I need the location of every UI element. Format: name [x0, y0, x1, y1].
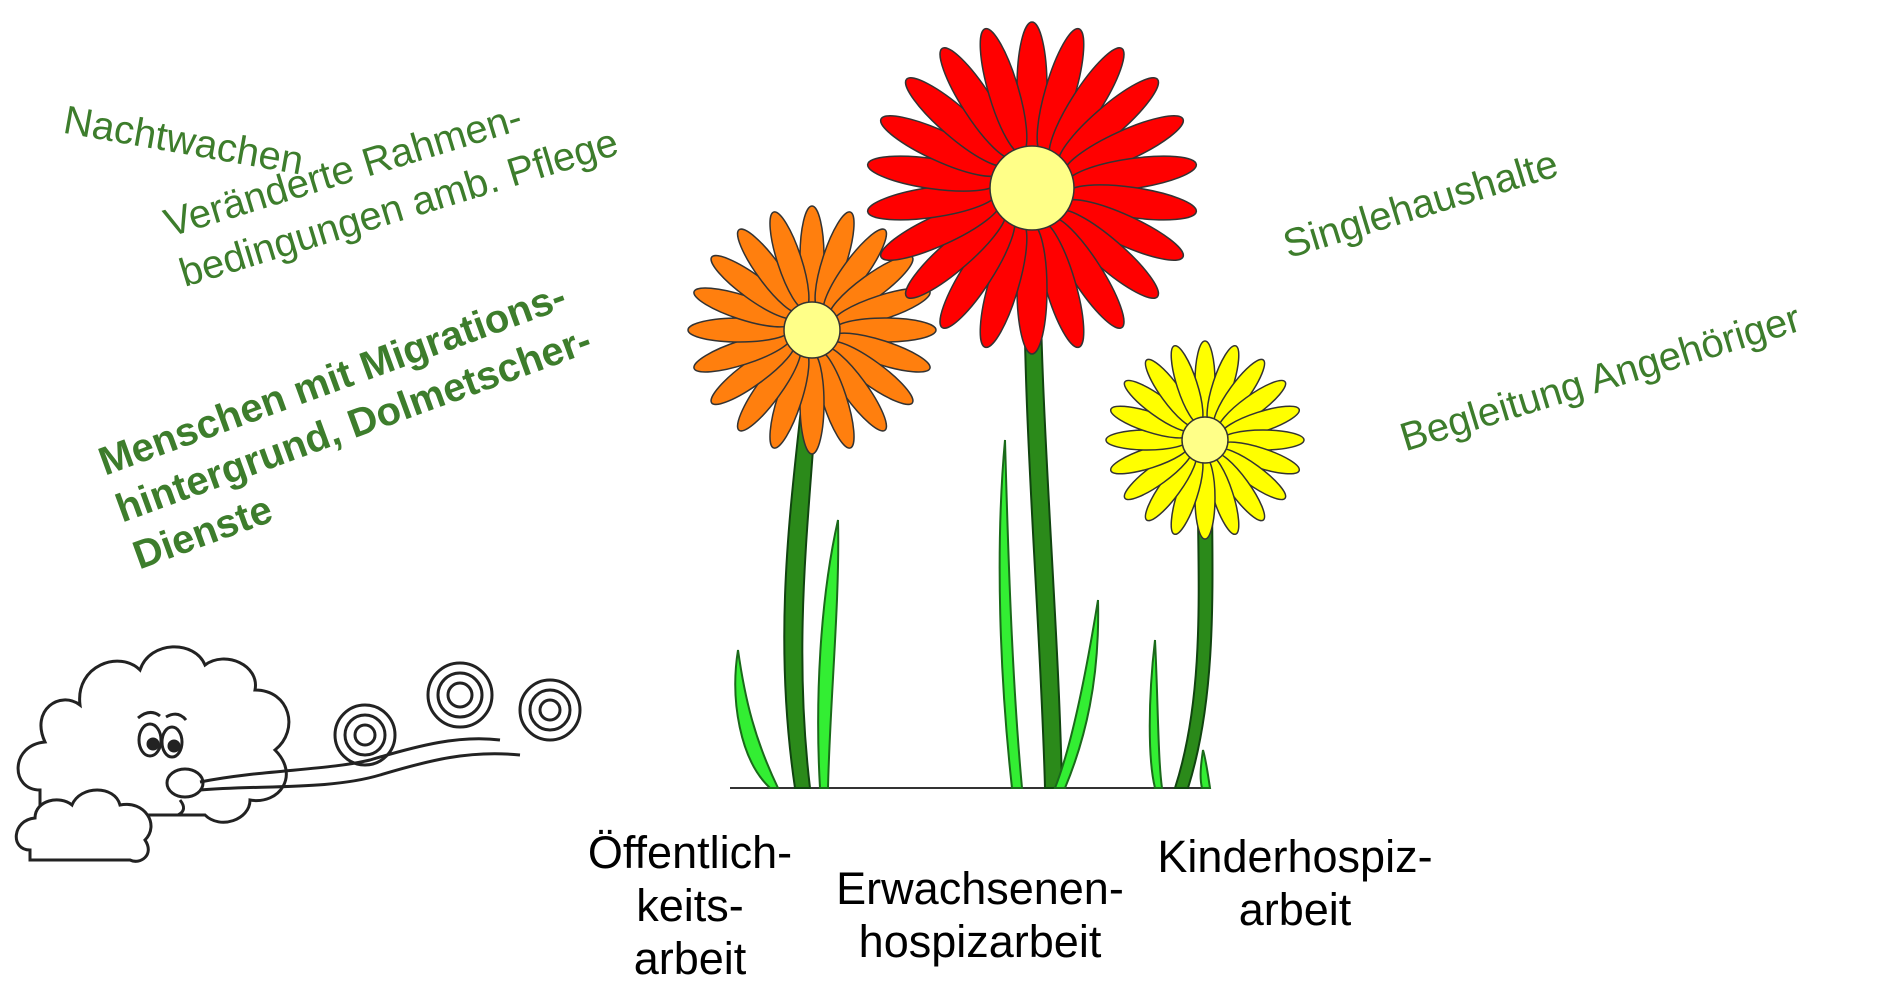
oeffentlichkeit-line-1: Öffentlich- — [560, 826, 820, 879]
label-erwachsenenhospizarbeit: Erwachsenen- hospizarbeit — [820, 862, 1140, 968]
erwachsenen-line-1: Erwachsenen- — [820, 862, 1140, 915]
kinder-line-2: arbeit — [1140, 883, 1450, 936]
kinder-line-1: Kinderhospiz- — [1140, 830, 1450, 883]
oeffentlichkeit-line-2: keits- — [560, 879, 820, 932]
label-oeffentlichkeitsarbeit: Öffentlich- keits- arbeit — [560, 826, 820, 985]
oeffentlichkeit-line-3: arbeit — [560, 932, 820, 985]
flower-center — [784, 302, 840, 358]
erwachsenen-line-2: hospizarbeit — [820, 915, 1140, 968]
label-kinderhospizarbeit: Kinderhospiz- arbeit — [1140, 830, 1450, 936]
flower-center — [990, 146, 1074, 230]
yellow-flower — [1106, 341, 1304, 539]
flower-center — [1182, 417, 1228, 463]
